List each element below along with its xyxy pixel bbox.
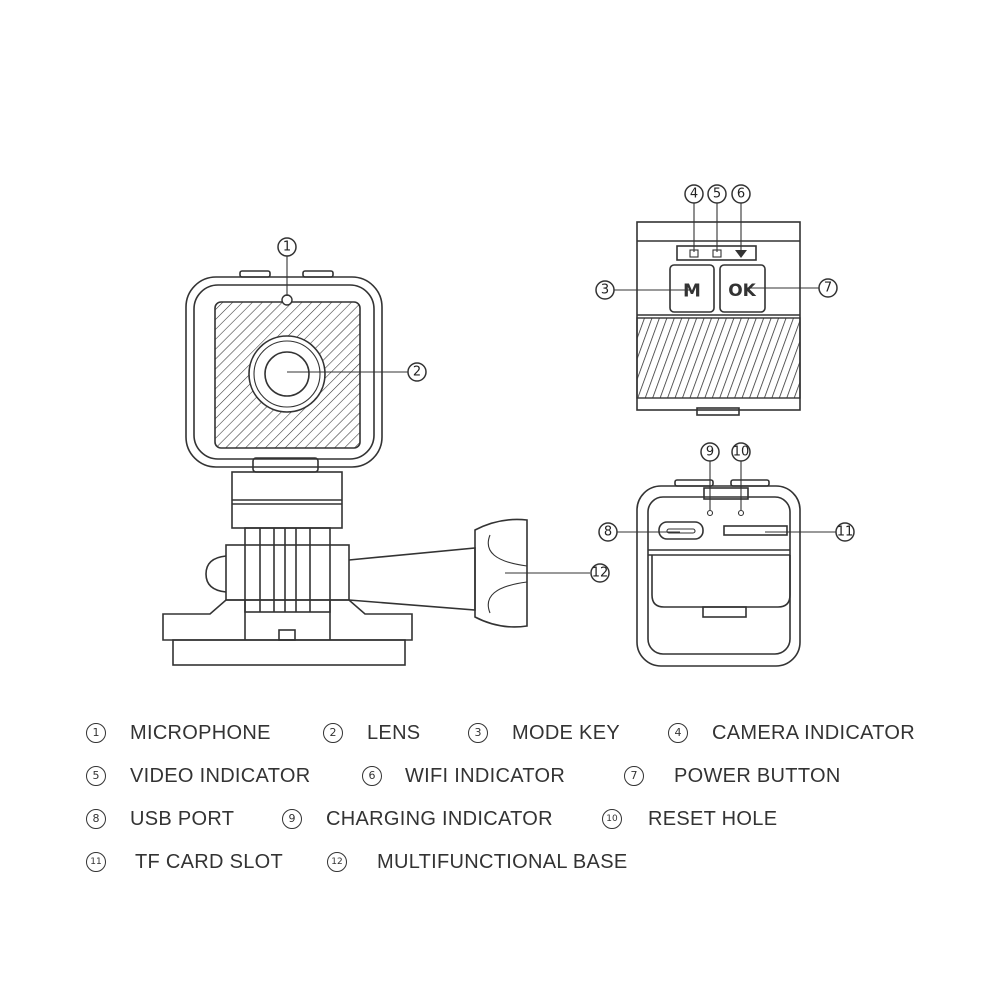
grill-hatched xyxy=(636,317,801,399)
legend-num: 5 xyxy=(86,766,106,786)
callout-10: 10 xyxy=(731,442,751,462)
power-button-label: OK xyxy=(728,281,756,301)
legend-label: CHARGING INDICATOR xyxy=(326,808,553,830)
legend-num: 3 xyxy=(468,723,488,743)
legend-num: 8 xyxy=(86,809,106,829)
callout-9: 9 xyxy=(700,442,720,462)
svg-text:2: 2 xyxy=(413,365,421,380)
legend-label: USB PORT xyxy=(130,808,235,830)
legend-label: WIFI INDICATOR xyxy=(405,765,566,787)
callout-7: 7 xyxy=(818,278,838,298)
svg-text:1: 1 xyxy=(283,240,291,255)
legend-num: 4 xyxy=(668,723,688,743)
callout-1: 1 xyxy=(277,237,297,257)
legend-label: MULTIFUNCTIONAL BASE xyxy=(377,851,628,873)
legend-num: 9 xyxy=(282,809,302,829)
legend-num: 2 xyxy=(323,723,343,743)
legend-num: 12 xyxy=(327,852,347,872)
tf-card-slot xyxy=(723,525,788,536)
legend-label: TF CARD SLOT xyxy=(135,851,284,873)
callout-8: 8 xyxy=(598,522,618,542)
legend-label: MODE KEY xyxy=(512,722,620,744)
lens xyxy=(264,351,310,397)
mode-key[interactable] xyxy=(669,264,715,313)
legend-label: POWER BUTTON xyxy=(674,765,841,787)
callout-12: 12 xyxy=(590,563,610,583)
microphone-hole xyxy=(281,294,293,306)
callout-11: 11 xyxy=(835,522,855,542)
svg-text:12: 12 xyxy=(592,566,609,581)
usb-port xyxy=(658,521,704,540)
legend-num: 6 xyxy=(362,766,382,786)
leader-lines xyxy=(286,203,836,574)
legend-num: 1 xyxy=(86,723,106,743)
mode-key-label: M xyxy=(683,281,701,302)
svg-text:3: 3 xyxy=(601,283,609,298)
svg-text:9: 9 xyxy=(706,445,714,460)
callout-4: 4 xyxy=(684,184,704,204)
legend-num: 7 xyxy=(624,766,644,786)
legend-num: 10 xyxy=(602,809,622,829)
svg-text:11: 11 xyxy=(837,525,854,540)
front-view xyxy=(162,270,528,666)
legend-label: MICROPHONE xyxy=(130,722,271,744)
top-view: M OK xyxy=(636,221,801,416)
svg-text:10: 10 xyxy=(733,445,750,460)
svg-text:7: 7 xyxy=(824,281,832,296)
callout-2: 2 xyxy=(407,362,427,382)
legend-label: CAMERA INDICATOR xyxy=(712,722,915,744)
legend-label: RESET HOLE xyxy=(648,808,778,830)
legend-label: VIDEO INDICATOR xyxy=(130,765,311,787)
legend-label: LENS xyxy=(367,722,421,744)
svg-text:8: 8 xyxy=(604,525,612,540)
back-view xyxy=(636,479,801,667)
svg-text:5: 5 xyxy=(713,187,721,202)
callout-6: 6 xyxy=(731,184,751,204)
legend-num: 11 xyxy=(86,852,106,872)
wifi-indicator-icon xyxy=(735,250,747,258)
svg-text:6: 6 xyxy=(737,187,745,202)
callout-3: 3 xyxy=(595,280,615,300)
callout-5: 5 xyxy=(707,184,727,204)
svg-text:4: 4 xyxy=(690,187,698,202)
